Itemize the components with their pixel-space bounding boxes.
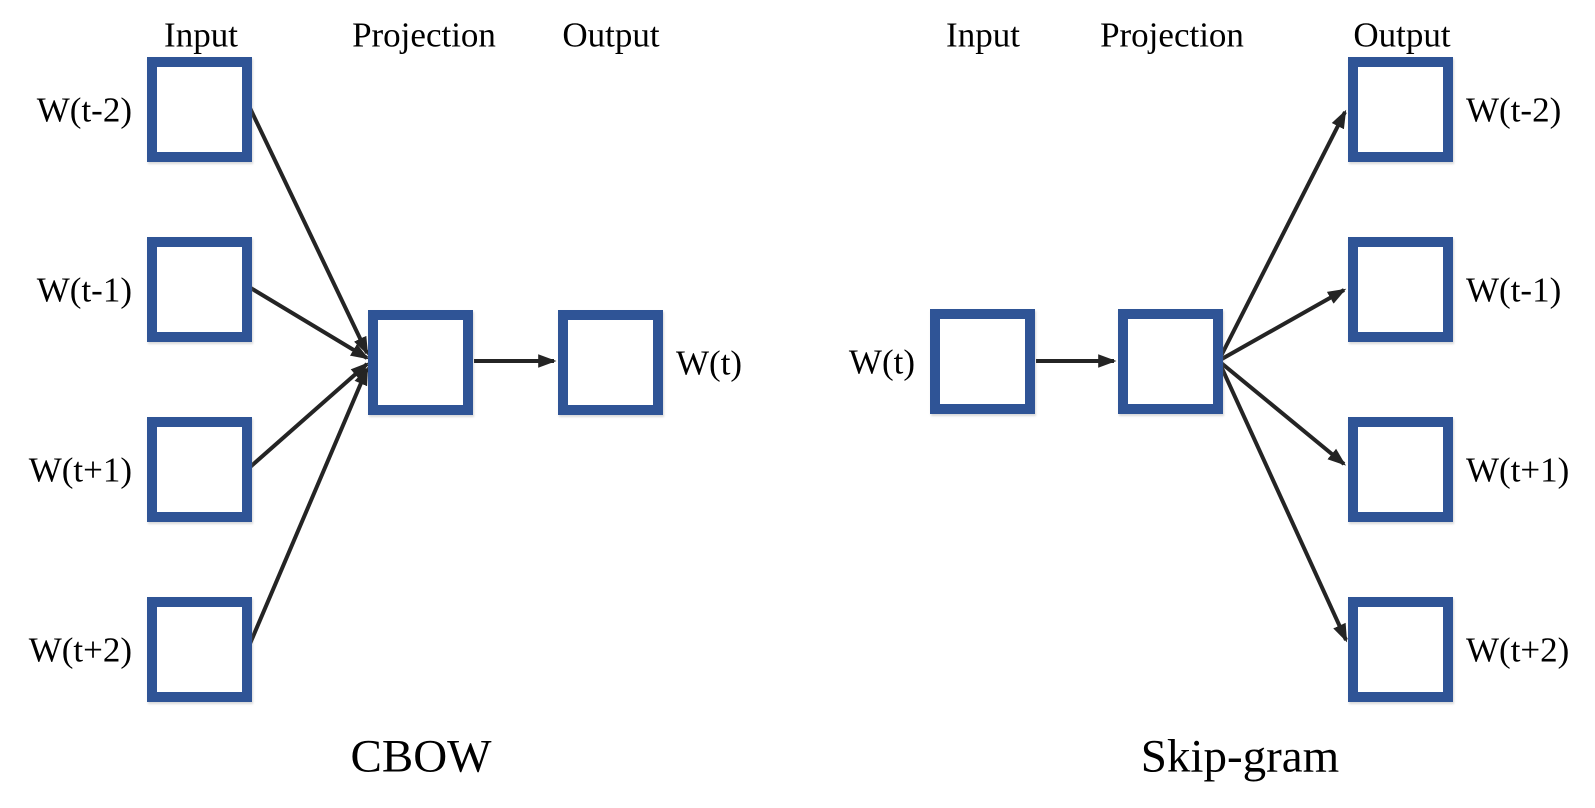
cbow-input-wt-plus-2-box xyxy=(147,597,252,702)
skipgram-output-wt-minus-2-box xyxy=(1348,57,1453,162)
cbow-output-label: W(t) xyxy=(676,343,743,382)
cbow-input-wt-plus-2-label: W(t+2) xyxy=(28,630,132,669)
cbow-input-wt-plus-1-label: W(t+1) xyxy=(28,450,132,489)
skipgram-output-wt-plus-2-label: W(t+2) xyxy=(1466,630,1570,669)
skipgram-header-projection: Projection xyxy=(1100,15,1244,55)
cbow-header-input: Input xyxy=(164,15,238,55)
skipgram-output-wt-minus-1-box xyxy=(1348,237,1453,342)
cbow-input-wt-minus-2-box xyxy=(147,57,252,162)
cbow-input-wt-minus-1-label: W(t-1) xyxy=(36,270,132,309)
cbow-projection-box xyxy=(368,310,473,415)
skipgram-input-box xyxy=(930,309,1035,414)
skipgram-output-wt-minus-2-label: W(t-2) xyxy=(1466,90,1562,129)
skipgram-header-input: Input xyxy=(946,15,1020,55)
skipgram-header-output: Output xyxy=(1353,15,1451,55)
skipgram-output-wt-plus-2-box xyxy=(1348,597,1453,702)
skipgram-input-label: W(t) xyxy=(848,342,915,381)
cbow-caption: CBOW xyxy=(350,730,492,783)
skipgram-caption: Skip-gram xyxy=(1140,730,1340,783)
skipgram-projection-box xyxy=(1118,309,1223,414)
skipgram-output-wt-plus-1-box xyxy=(1348,417,1453,522)
skipgram-output-wt-minus-1-label: W(t-1) xyxy=(1466,270,1562,309)
skipgram-output-wt-plus-1-label: W(t+1) xyxy=(1466,450,1570,489)
cbow-header-output: Output xyxy=(562,15,660,55)
cbow-output-box xyxy=(558,310,663,415)
cbow-input-wt-minus-2-label: W(t-2) xyxy=(36,90,132,129)
cbow-input-wt-minus-1-box xyxy=(147,237,252,342)
cbow-input-wt-plus-1-box xyxy=(147,417,252,522)
cbow-header-projection: Projection xyxy=(352,15,496,55)
